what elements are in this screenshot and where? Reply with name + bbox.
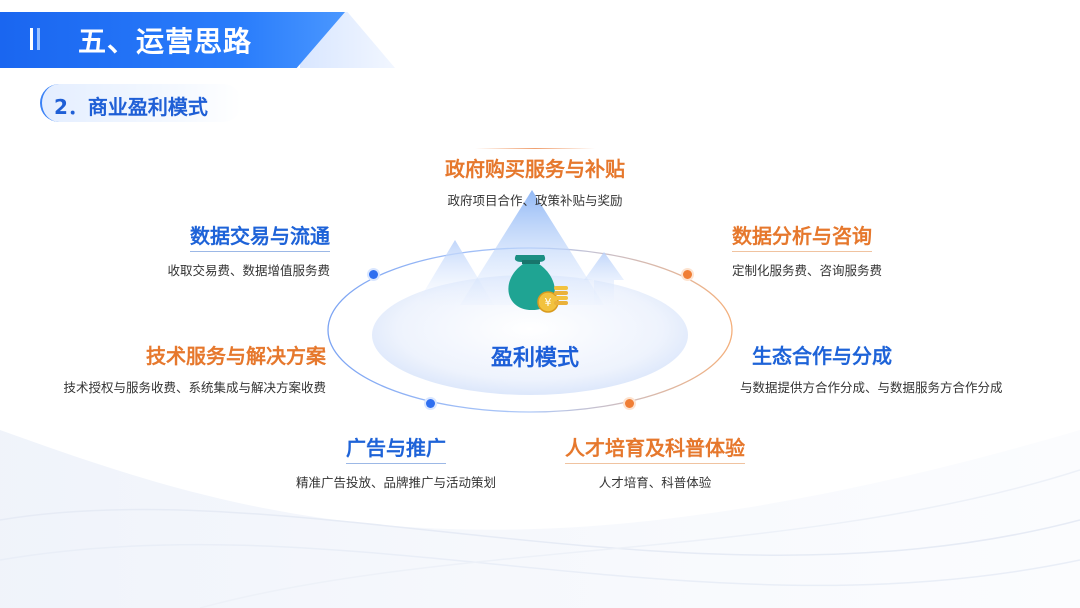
item-tech: 技术服务与解决方案 技术授权与服务收费、系统集成与解决方案收费: [20, 340, 326, 396]
item-ads: 广告与推广 精准广告投放、品牌推广与活动策划: [276, 432, 516, 491]
item-data-trade-desc: 收取交易费、数据增值服务费: [167, 263, 330, 278]
item-talent-desc: 人才培育、科普体验: [598, 475, 712, 490]
item-data-analysis-title: 数据分析与咨询: [732, 220, 872, 252]
item-tech-desc: 技术授权与服务收费、系统集成与解决方案收费: [63, 380, 326, 395]
item-gov: 政府购买服务与补贴 政府项目合作、政策补贴与奖励: [405, 148, 665, 209]
header-bars-icon: [30, 28, 40, 50]
item-eco-desc: 与数据提供方合作分成、与数据服务方合作分成: [740, 380, 1003, 395]
marker-dot-data-trade: [369, 270, 378, 279]
item-tech-title: 技术服务与解决方案: [146, 344, 326, 368]
item-eco-title: 生态合作与分成: [752, 344, 892, 368]
marker-dot-data-analysis: [683, 270, 692, 279]
section-subtitle: 2．商业盈利模式: [54, 95, 208, 119]
page-title: 五、运营思路: [78, 25, 253, 58]
header-banner: [0, 12, 345, 68]
center-label: 盈利模式: [490, 346, 579, 371]
item-data-analysis-desc: 定制化服务费、咨询服务费: [732, 263, 883, 278]
item-ads-title: 广告与推广: [346, 432, 446, 464]
svg-text:¥: ¥: [545, 296, 552, 309]
item-gov-desc: 政府项目合作、政策补贴与奖励: [447, 193, 623, 208]
item-talent: 人才培育及科普体验 人才培育、科普体验: [540, 432, 770, 491]
item-data-trade: 数据交易与流通 收取交易费、数据增值服务费: [100, 220, 330, 279]
subtitle-pill: [40, 84, 242, 122]
marker-dot-talent: [625, 399, 634, 408]
item-ads-desc: 精准广告投放、品牌推广与活动策划: [295, 475, 496, 490]
item-data-analysis: 数据分析与咨询 定制化服务费、咨询服务费: [732, 220, 992, 279]
item-gov-title: 政府购买服务与补贴: [445, 157, 625, 181]
marker-dot-ads: [426, 399, 435, 408]
money-bag-icon: ¥: [508, 255, 568, 313]
item-data-trade-title: 数据交易与流通: [190, 220, 330, 252]
item-talent-title: 人才培育及科普体验: [565, 432, 745, 464]
item-eco: 生态合作与分成 与数据提供方合作分成、与数据服务方合作分成: [740, 340, 1060, 396]
